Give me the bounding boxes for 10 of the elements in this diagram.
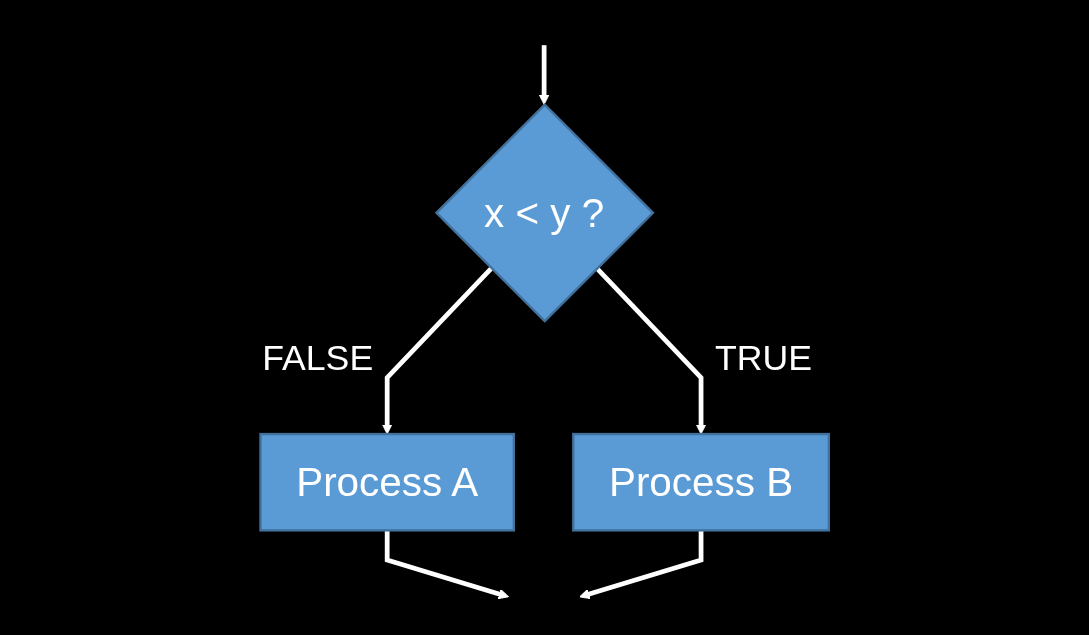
node-diamond: x < y ? [434, 102, 655, 323]
arrow [595, 266, 707, 435]
edge-label: TRUE [714, 337, 812, 378]
arrow [579, 530, 704, 600]
arrow [384, 530, 509, 600]
node-box: Process B [571, 432, 830, 532]
arrow [538, 45, 550, 106]
edge-label: FALSE [261, 337, 373, 378]
node-box: Process A [259, 432, 515, 532]
arrow [381, 266, 493, 435]
